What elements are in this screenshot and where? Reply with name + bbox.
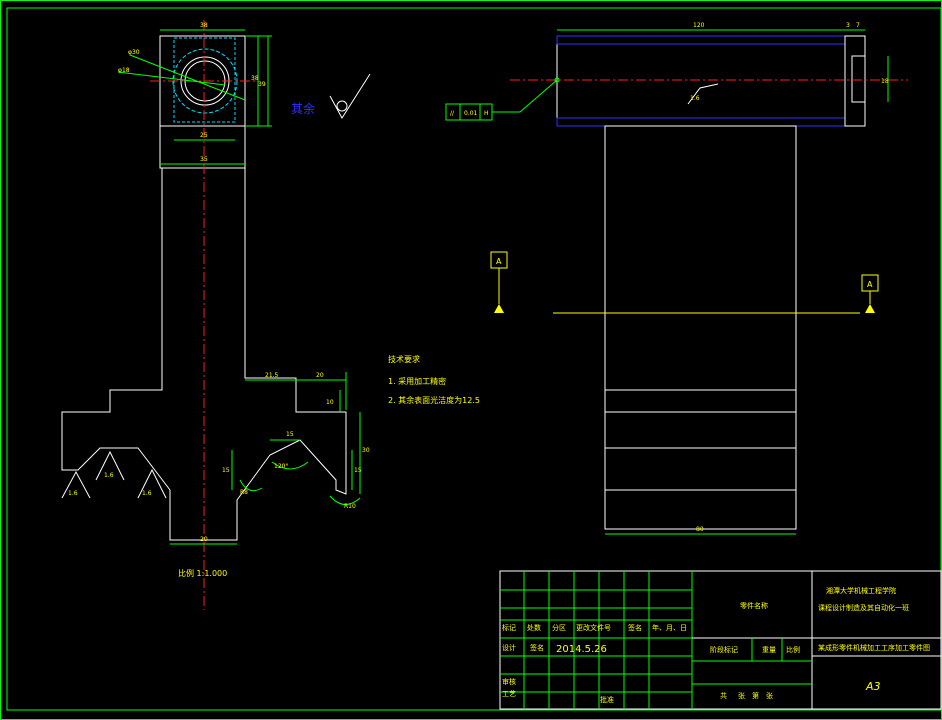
roughness-symbol: 1.6 xyxy=(137,468,167,499)
tb-label: 第 xyxy=(752,691,759,700)
roughness-symbol: 1.6 xyxy=(95,450,125,481)
dim-right-h1: 39 xyxy=(258,81,266,88)
tb-label: 工艺 xyxy=(502,690,516,698)
tb-label: 标记 xyxy=(502,623,516,632)
dim-step-h: 10 xyxy=(326,399,334,406)
dim-end-a: 3 xyxy=(846,22,850,29)
tech-req-title: 技术要求 xyxy=(388,354,420,364)
tech-requirements: 技术要求 1. 采用加工精密 2. 其余表面光洁度为12.5 xyxy=(388,354,480,405)
tb-label: 处数 xyxy=(527,623,541,632)
section-label: A xyxy=(861,274,879,313)
tolerance-frame: // 0.01 H xyxy=(445,77,560,121)
dim-right-h: 15 xyxy=(354,467,362,474)
tb-label: 张 xyxy=(766,691,773,700)
tb-project: 课程设计制造及其自动化一班 xyxy=(818,603,909,612)
side-view: 120 3 7 18 1.6 // 0.01 H xyxy=(445,22,908,535)
tb-drawing-name: 某成形零件机械加工工序加工零件图 xyxy=(818,643,930,652)
roughness-symbol: 1.6 xyxy=(61,470,91,499)
dim-step-w2: 20 xyxy=(316,372,324,379)
tb-label: 重量 xyxy=(762,646,776,654)
dim-right-r: R10 xyxy=(344,503,356,510)
tb-school: 湘潭大学机械工程学院 xyxy=(826,586,896,595)
tb-label: 共 xyxy=(720,691,727,700)
dim-right-h2: 38 xyxy=(251,75,259,82)
tb-label: 审核 xyxy=(502,677,516,686)
scale-label: 比例 1:1.000 xyxy=(178,568,227,578)
tb-label: 更改文件号 xyxy=(576,623,611,632)
inner-frame xyxy=(6,7,942,711)
tb-label: 比例 xyxy=(786,645,800,654)
tb-label: 设计 xyxy=(502,643,516,652)
tb-label: 批准 xyxy=(600,695,614,704)
dim-v-width: 15 xyxy=(286,431,294,438)
tb-sheet-size: A3 xyxy=(865,680,881,693)
tb-date: 2014.5.26 xyxy=(556,644,607,655)
dim-length: 120 xyxy=(693,22,705,29)
tech-req-item: 2. 其余表面光洁度为12.5 xyxy=(388,395,480,405)
svg-text:A: A xyxy=(867,280,873,289)
dim-step-w1: 21.5 xyxy=(265,372,279,379)
tb-label: 签名 xyxy=(530,643,544,652)
dim-left-r: R8 xyxy=(240,489,248,496)
dim-left-h: 15 xyxy=(222,467,230,474)
svg-text:H: H xyxy=(484,110,489,117)
tb-label: 年、月、日 xyxy=(652,623,687,632)
front-view: 38 φ30 φ18 39 38 25 35 21.5 20 10 15 120… xyxy=(61,20,370,610)
part-outline xyxy=(61,126,347,541)
svg-text:A: A xyxy=(496,257,502,266)
dim-end-h: 18 xyxy=(881,78,889,85)
surface-note: 其余 xyxy=(291,73,371,119)
dim-bottom-w: 80 xyxy=(696,526,704,533)
svg-text:1.6: 1.6 xyxy=(68,490,78,497)
tb-part-name: 零件名称 xyxy=(740,601,768,610)
dim-bore-width: 25 xyxy=(200,132,208,139)
dim-body-width: 35 xyxy=(200,156,208,163)
dim-right-side: 30 xyxy=(362,447,370,454)
tb-label: 张 xyxy=(738,691,745,700)
tb-label: 签名 xyxy=(628,623,642,632)
dim-top-width: 38 xyxy=(200,22,208,29)
surface-note-label: 其余 xyxy=(291,101,315,116)
svg-text:0.01: 0.01 xyxy=(464,110,478,117)
dim-inner-dia: φ18 xyxy=(118,67,130,74)
svg-text:1.6: 1.6 xyxy=(142,490,152,497)
svg-text:1.6: 1.6 xyxy=(104,472,114,479)
dim-bottom-w: 20 xyxy=(200,536,208,543)
dim-v-angle: 120° xyxy=(274,463,288,470)
svg-text:1.6: 1.6 xyxy=(690,95,700,102)
title-block: 标记 处数 分区 更改文件号 签名 年、月、日 设计 签名 2014.5.26 … xyxy=(499,570,942,710)
tech-req-item: 1. 采用加工精密 xyxy=(388,376,446,386)
dim-end-b: 7 xyxy=(856,22,860,29)
section-label: A xyxy=(490,251,508,313)
svg-text://: // xyxy=(450,110,455,117)
tb-label: 阶段标记 xyxy=(710,645,738,654)
tb-label: 分区 xyxy=(552,623,566,632)
roughness-symbol: 1.6 xyxy=(687,83,719,105)
dim-outer-dia: φ30 xyxy=(128,49,140,56)
